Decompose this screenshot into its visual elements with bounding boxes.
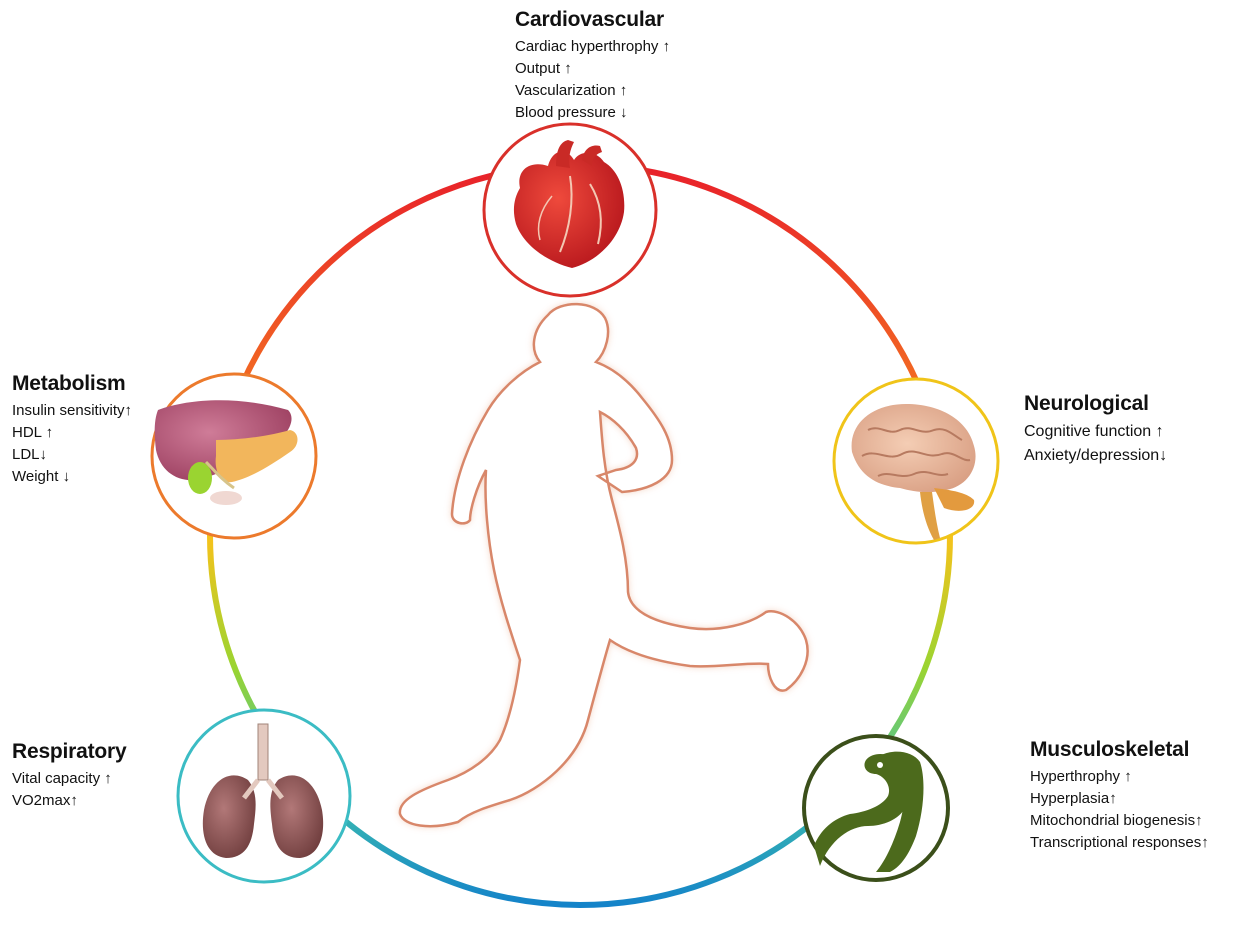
respiratory-block: Respiratory Vital capacity ↑ VO2max↑ — [12, 740, 127, 812]
runner-silhouette-icon — [400, 304, 808, 826]
neurological-effect: Anxiety/depression↓ — [1024, 444, 1167, 468]
respiratory-title: Respiratory — [12, 740, 127, 764]
respiratory-node — [178, 710, 350, 882]
musculoskeletal-node — [804, 736, 948, 880]
metabolism-node — [152, 374, 316, 538]
cardiovascular-effect: Cardiac hyperthrophy ↑ — [515, 36, 670, 58]
cardiovascular-block: Cardiovascular Cardiac hyperthrophy ↑ Ou… — [515, 8, 670, 124]
metabolism-block: Metabolism Insulin sensitivity↑ HDL ↑ LD… — [12, 372, 132, 488]
cardiovascular-node — [484, 124, 656, 296]
musculoskeletal-title: Musculoskeletal — [1030, 738, 1209, 762]
neurological-title: Neurological — [1024, 392, 1167, 416]
respiratory-effect: VO2max↑ — [12, 790, 127, 812]
neurological-block: Neurological Cognitive function ↑ Anxiet… — [1024, 392, 1167, 468]
neurological-effect: Cognitive function ↑ — [1024, 420, 1167, 444]
cardiovascular-effect: Output ↑ — [515, 58, 670, 80]
musculoskeletal-block: Musculoskeletal Hyperthrophy ↑ Hyperplas… — [1030, 738, 1209, 854]
neurological-node — [834, 379, 998, 543]
cardiovascular-effect: Vascularization ↑ — [515, 80, 670, 102]
musculoskeletal-effect: Transcriptional responses↑ — [1030, 832, 1209, 854]
cardiovascular-effect: Blood pressure ↓ — [515, 102, 670, 124]
metabolism-effect: Weight ↓ — [12, 466, 132, 488]
musculoskeletal-effect: Hyperplasia↑ — [1030, 788, 1209, 810]
metabolism-effect: LDL↓ — [12, 444, 132, 466]
metabolism-effect: HDL ↑ — [12, 422, 132, 444]
musculoskeletal-effect: Mitochondrial biogenesis↑ — [1030, 810, 1209, 832]
cardiovascular-title: Cardiovascular — [515, 8, 670, 32]
respiratory-effect: Vital capacity ↑ — [12, 768, 127, 790]
musculoskeletal-effect: Hyperthrophy ↑ — [1030, 766, 1209, 788]
metabolism-effect: Insulin sensitivity↑ — [12, 400, 132, 422]
metabolism-title: Metabolism — [12, 372, 132, 396]
